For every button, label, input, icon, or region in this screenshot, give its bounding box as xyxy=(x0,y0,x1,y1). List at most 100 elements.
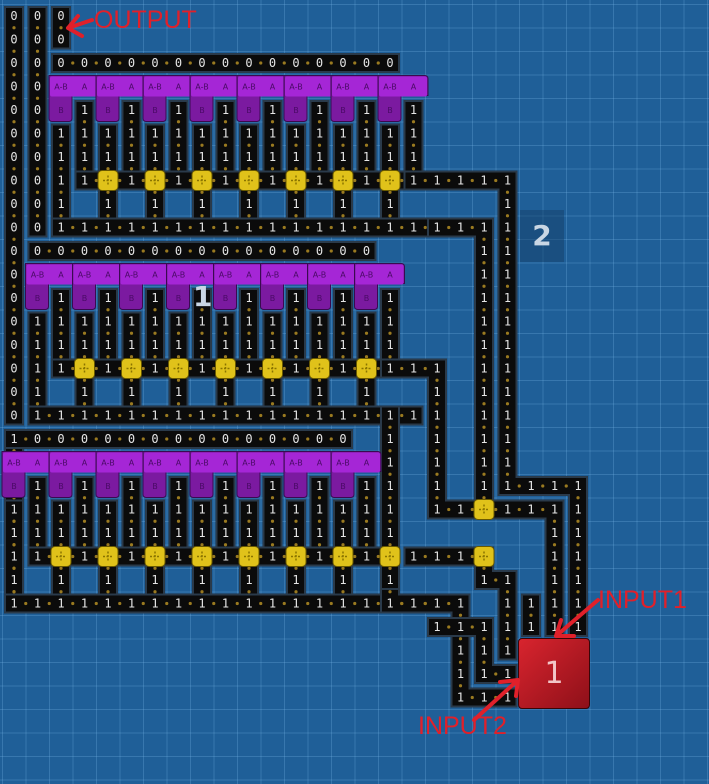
signal-value: 0 xyxy=(245,432,252,446)
signal-value: 1 xyxy=(339,221,346,235)
subtractor-diff-label: A-B xyxy=(383,83,396,92)
flow-dot xyxy=(400,366,404,371)
signal-value: 1 xyxy=(57,503,64,517)
flow-dot xyxy=(306,437,310,441)
flow-dot xyxy=(82,355,87,359)
flow-dot xyxy=(317,120,322,124)
signal-value: 1 xyxy=(175,479,182,493)
signal-value: 1 xyxy=(363,479,370,493)
signal-value: 0 xyxy=(339,56,346,70)
junction-cross-icon xyxy=(385,551,395,562)
flow-dot xyxy=(129,143,134,147)
flow-dot xyxy=(388,449,392,453)
flow-dot xyxy=(106,355,110,359)
signal-value: 1 xyxy=(480,432,487,446)
flow-dot xyxy=(576,519,580,523)
flow-dot xyxy=(259,601,263,606)
subtractor-a-label: A xyxy=(317,459,323,468)
flow-dot xyxy=(200,143,204,147)
signal-value: 0 xyxy=(10,362,17,376)
flow-dot xyxy=(341,519,345,523)
signal-value: 1 xyxy=(198,597,205,611)
flow-dot xyxy=(12,308,16,312)
signal-value: 1 xyxy=(175,526,182,540)
flow-dot xyxy=(188,249,192,253)
wire[interactable] xyxy=(382,407,516,706)
signal-value: 1 xyxy=(175,315,182,329)
flow-dot xyxy=(435,496,439,500)
subtractor-diff-label: A-B xyxy=(7,459,20,468)
subtractor-b-label: B xyxy=(58,482,64,491)
signal-value: 1 xyxy=(574,620,581,634)
signal-value: 0 xyxy=(269,56,276,70)
flow-dot xyxy=(447,225,451,230)
signal-value: 1 xyxy=(292,597,299,611)
flow-dot xyxy=(447,178,451,183)
flow-dot xyxy=(270,402,275,406)
subtractor-top xyxy=(144,452,192,473)
wire[interactable] xyxy=(382,360,492,518)
subtractor-top xyxy=(50,452,98,473)
junction-cross-icon xyxy=(103,175,113,186)
subtractor-top xyxy=(332,452,380,473)
signal-value: 1 xyxy=(269,479,276,493)
signal-value: 1 xyxy=(339,503,346,517)
flow-dot xyxy=(82,331,87,335)
flow-dot xyxy=(306,413,310,418)
flow-dot xyxy=(35,378,40,382)
signal-value: 0 xyxy=(34,150,41,164)
flow-dot xyxy=(294,167,298,171)
flow-dot xyxy=(482,566,486,570)
signal-value: 1 xyxy=(175,409,182,423)
signal-value: 1 xyxy=(222,409,229,423)
flow-dot xyxy=(294,331,298,335)
wire[interactable] xyxy=(405,172,586,635)
signal-value: 1 xyxy=(363,385,370,399)
flow-dot xyxy=(317,331,322,335)
signal-value: 1 xyxy=(433,479,440,493)
flow-dot xyxy=(82,167,87,171)
flow-dot xyxy=(247,190,251,194)
flow-dot xyxy=(458,613,463,617)
subtractor-top xyxy=(120,264,169,285)
signal-value: 1 xyxy=(316,315,323,329)
signal-value: 1 xyxy=(339,315,346,329)
flow-dot xyxy=(353,249,357,253)
goal-block[interactable]: 1 xyxy=(518,638,590,709)
wire[interactable] xyxy=(405,548,516,659)
subtractor-top xyxy=(332,76,380,97)
flow-dot xyxy=(494,578,498,582)
signal-value: 1 xyxy=(151,338,158,352)
signal-value: 1 xyxy=(175,221,182,235)
flow-dot xyxy=(505,590,510,594)
signal-value: 1 xyxy=(504,573,511,587)
flow-dot xyxy=(282,249,286,253)
flow-dot xyxy=(94,413,98,418)
flow-dot xyxy=(223,331,228,335)
flow-dot xyxy=(552,519,557,523)
signal-value: 1 xyxy=(292,503,299,517)
flow-dot xyxy=(482,331,486,335)
flow-dot xyxy=(294,143,298,147)
flow-dot xyxy=(118,178,122,183)
flow-dot xyxy=(458,660,463,664)
